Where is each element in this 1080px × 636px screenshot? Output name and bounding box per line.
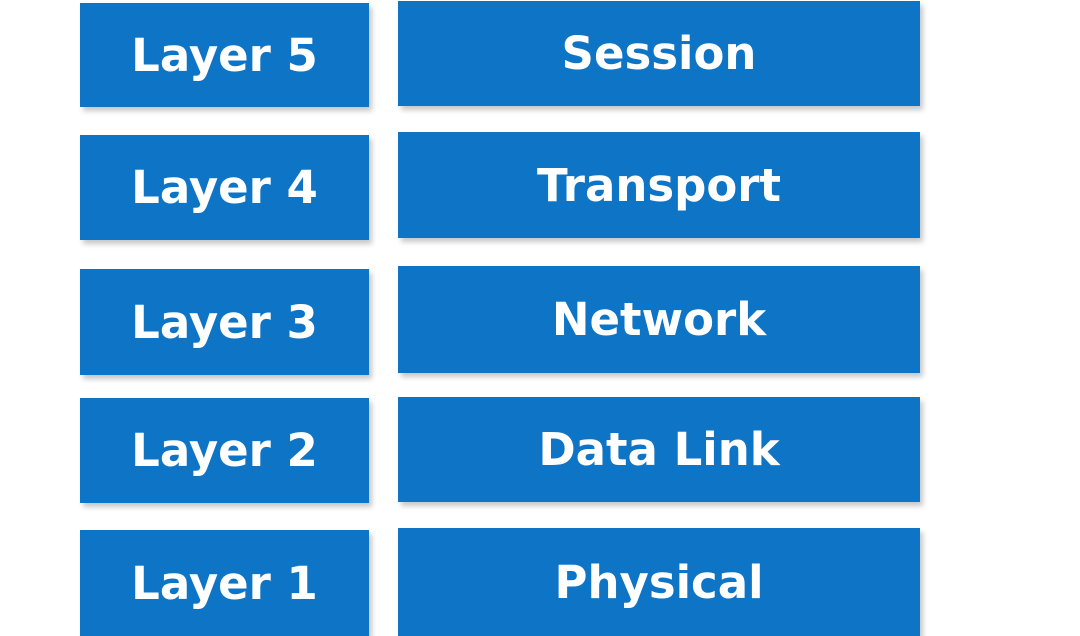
layer-number-box: Layer 3 bbox=[80, 269, 369, 375]
layer-name-box: Transport bbox=[398, 132, 920, 238]
layer-number-label: Layer 5 bbox=[131, 28, 318, 82]
layer-number-box: Layer 2 bbox=[80, 398, 369, 503]
layer-number-label: Layer 1 bbox=[131, 556, 318, 610]
layer-name-box: Physical bbox=[398, 528, 920, 636]
layer-name-label: Network bbox=[551, 293, 767, 346]
layer-name-label: Session bbox=[561, 27, 757, 80]
layer-number-label: Layer 2 bbox=[131, 424, 318, 477]
layer-name-label: Physical bbox=[554, 555, 764, 609]
layer-name-box: Session bbox=[398, 1, 920, 106]
layer-name-label: Transport bbox=[537, 158, 781, 212]
layer-name-box: Data Link bbox=[398, 397, 920, 502]
layer-number-box: Layer 1 bbox=[80, 530, 369, 636]
layer-name-label: Data Link bbox=[538, 423, 780, 476]
layer-number-label: Layer 4 bbox=[131, 161, 318, 214]
layer-name-box: Network bbox=[398, 266, 920, 373]
layer-number-label: Layer 3 bbox=[131, 295, 318, 349]
layer-number-box: Layer 4 bbox=[80, 135, 369, 240]
layer-number-box: Layer 5 bbox=[80, 3, 369, 107]
